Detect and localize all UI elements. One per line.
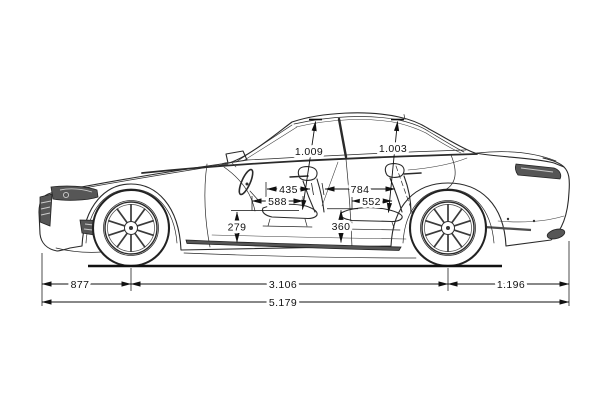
dim-label-rear-vertical: 360 — [332, 221, 351, 233]
car-body — [38, 112, 570, 259]
taillight — [515, 163, 562, 180]
side-sill-trim — [185, 239, 402, 251]
dim-label-wheelbase: 3.106 — [269, 279, 297, 291]
car-drawing — [38, 112, 570, 268]
dim-front-vertical: 279 — [225, 210, 299, 243]
exhaust-tip — [546, 228, 566, 240]
dim-wheelbase: 3.106 — [130, 276, 449, 294]
front-wheel — [91, 188, 171, 268]
dim-label-front-overhang: 877 — [71, 279, 90, 291]
steering-wheel — [223, 166, 260, 212]
dim-front-overhang: 877 — [41, 276, 132, 294]
side-mirror — [225, 150, 248, 168]
dim-label-headroom-front: 1.009 — [295, 146, 323, 158]
rear-wheel — [408, 188, 488, 268]
dim-front-row-upper: 435 — [265, 181, 314, 199]
dim-rear-row-lower: 552 — [351, 193, 393, 211]
dim-label-front-vertical: 279 — [228, 222, 247, 234]
dim-rear-overhang: 1.196 — [447, 276, 570, 294]
extension-lines — [41, 241, 570, 306]
dim-label-rear-row-lower: 552 — [362, 196, 381, 208]
dim-label-front-row-upper: 435 — [279, 184, 298, 196]
headlight — [50, 185, 99, 201]
dim-label-rear-row-upper: 784 — [351, 184, 370, 196]
dim-overall-length: 5.179 — [41, 294, 570, 312]
dim-label-overall-length: 5.179 — [269, 297, 297, 309]
dim-front-row-lower: 588 — [251, 193, 304, 211]
dim-headroom-front: 1.009 — [292, 118, 326, 210]
dim-label-rear-overhang: 1.196 — [497, 279, 525, 291]
dim-rear-row-upper: 784 — [321, 181, 396, 199]
dim-label-front-row-lower: 588 — [268, 196, 287, 208]
dim-rear-vertical: 360 — [327, 208, 358, 243]
dim-headroom-rear: 1.003 — [376, 118, 410, 213]
dimensions: 1.009 1.003 435 588 784 — [41, 118, 570, 312]
dim-label-headroom-rear: 1.003 — [379, 143, 407, 155]
front-grille — [39, 193, 53, 227]
